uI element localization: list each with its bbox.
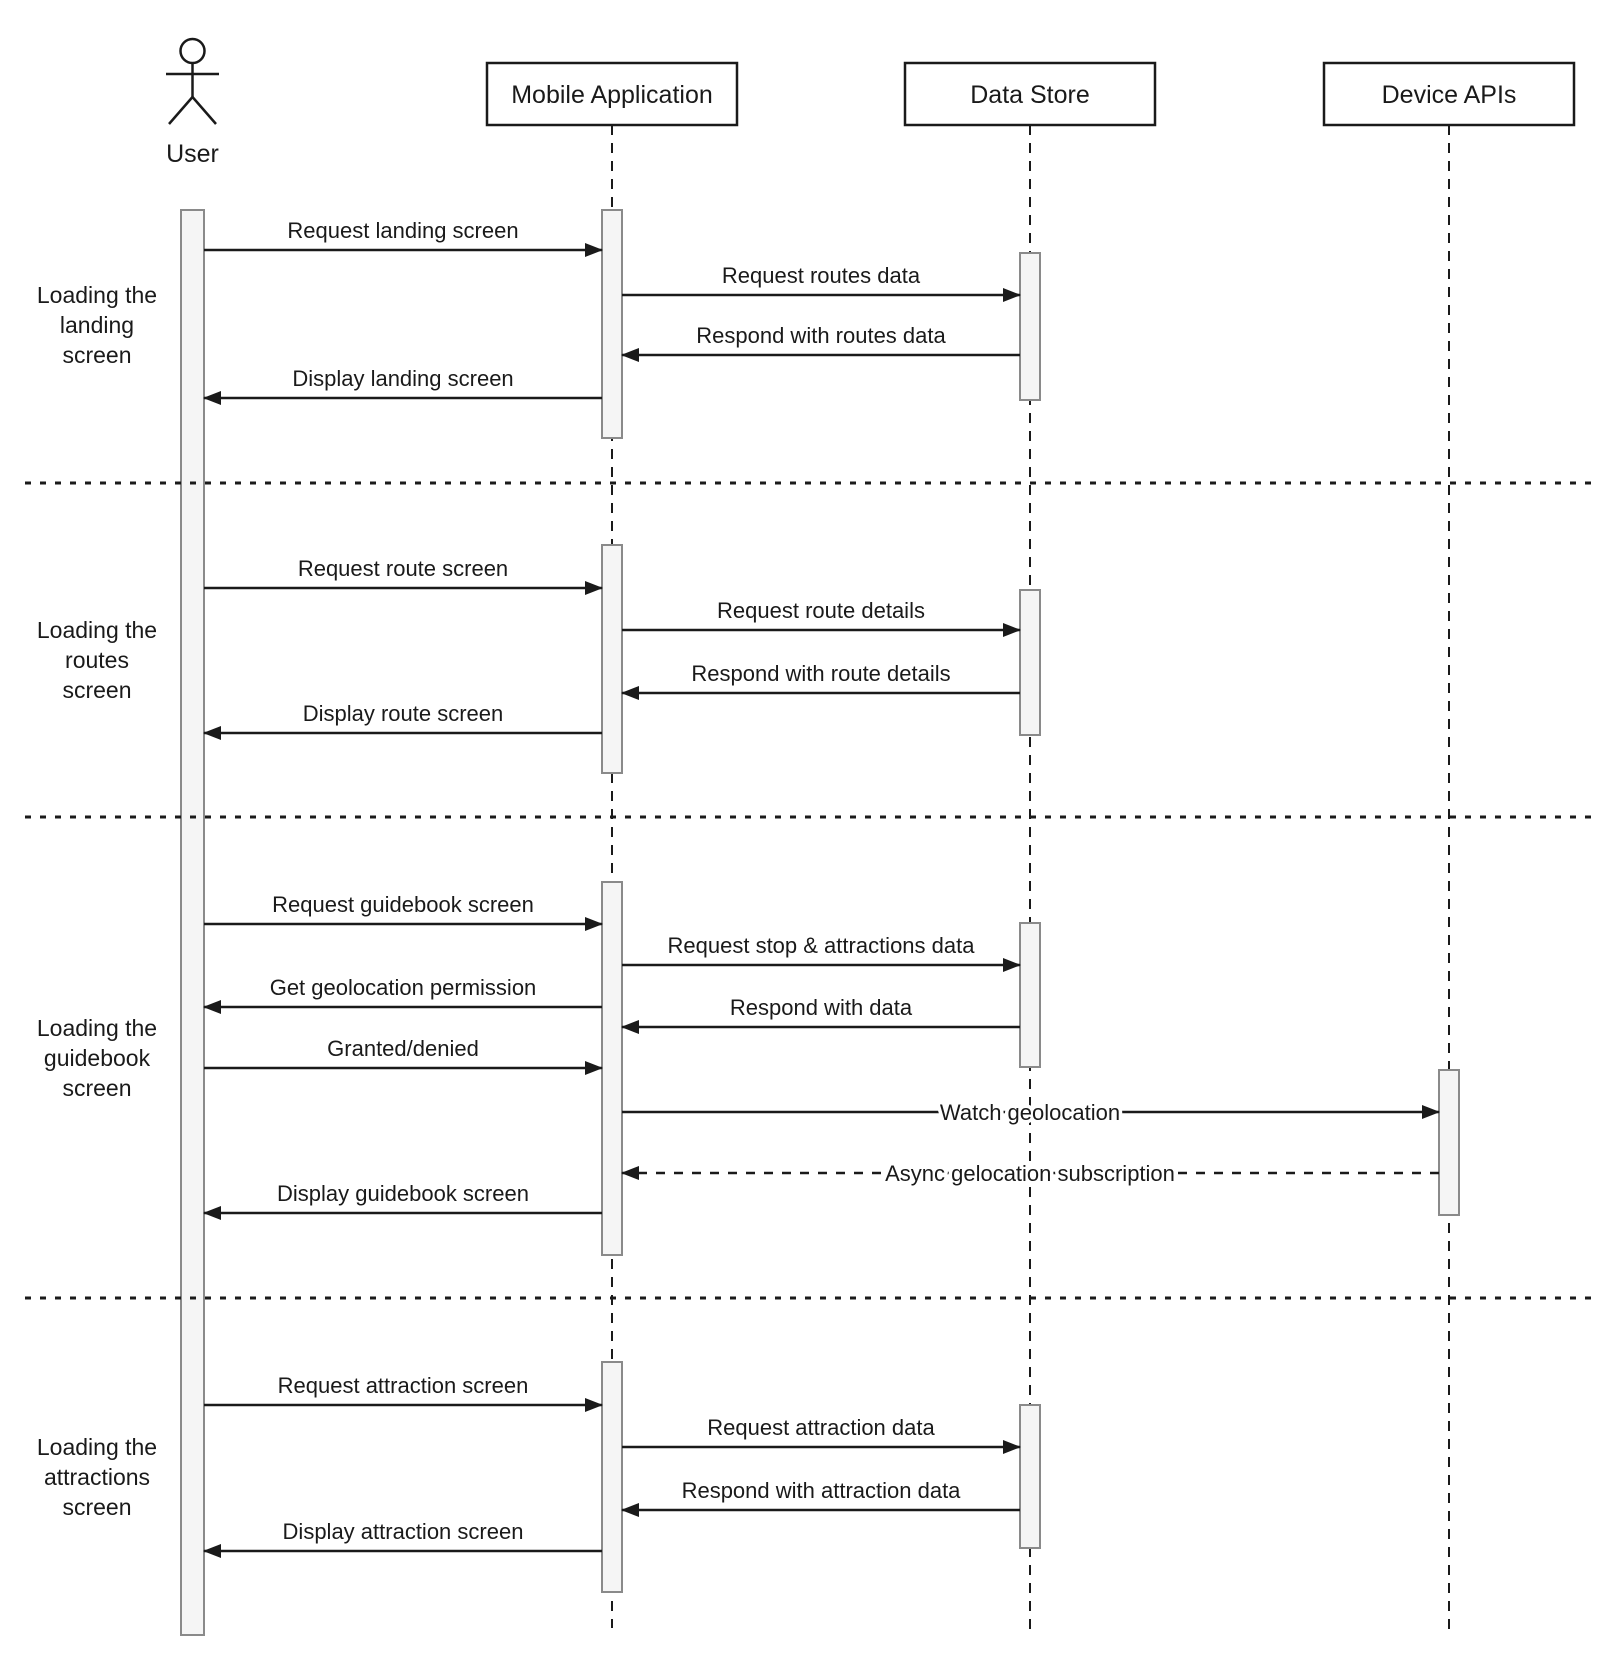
- phase-label-line: screen: [62, 342, 131, 368]
- phase-2-messages: Request route screen Request route detai…: [203, 553, 1021, 740]
- message-label: Granted/denied: [327, 1036, 479, 1061]
- activation-bar-data-phase1: [1019, 252, 1041, 401]
- message-label: Request landing screen: [287, 218, 518, 243]
- phase-label-landing: Loading the landing screen: [37, 282, 157, 368]
- lifeline-label-user: User: [166, 140, 219, 168]
- message-label: Request route details: [717, 598, 925, 623]
- actor-leg-right: [191, 96, 217, 125]
- phase-label-line: attractions: [44, 1464, 150, 1490]
- message-label: Display guidebook screen: [277, 1181, 529, 1206]
- message-label: Request guidebook screen: [272, 892, 534, 917]
- activation-bar-mobile-phase2: [601, 544, 623, 774]
- activation-bar-device-phase3: [1438, 1069, 1460, 1216]
- participant-box-data-store: [903, 61, 1157, 127]
- phase-label-line: landing: [60, 312, 134, 338]
- activation-bar-mobile-phase1: [601, 209, 623, 439]
- message-label: Respond with data: [730, 995, 913, 1020]
- phase-label-line: Loading the: [37, 282, 157, 308]
- message-label: Respond with attraction data: [682, 1478, 962, 1503]
- message-label: Request stop & attractions data: [668, 933, 976, 958]
- message-label: Display attraction screen: [283, 1519, 524, 1544]
- phase-label-routes: Loading the routes screen: [37, 617, 157, 703]
- phase-label-line: Loading the: [37, 617, 157, 643]
- participant-label-data-store: Data Store: [970, 81, 1090, 109]
- phase-label-line: Loading the: [37, 1434, 157, 1460]
- activation-bar-mobile-phase3: [601, 881, 623, 1256]
- phase-label-line: Loading the: [37, 1015, 157, 1041]
- participant-box-device-apis: [1322, 61, 1576, 127]
- message-label: Request route screen: [298, 556, 508, 581]
- message-label: Request attraction screen: [278, 1373, 529, 1398]
- phase-4-messages: Request attraction screen Request attrac…: [203, 1370, 1021, 1558]
- phase-label-line: routes: [65, 647, 129, 673]
- phase-label-line: screen: [62, 677, 131, 703]
- message-label: Display landing screen: [292, 366, 513, 391]
- actor-head: [179, 37, 206, 65]
- message-label: Request routes data: [722, 263, 921, 288]
- message-label: Async gelocation subscription: [885, 1161, 1175, 1186]
- activation-bar-data-phase2: [1019, 589, 1041, 736]
- phase-3-messages: Request guidebook screen Request stop & …: [203, 889, 1440, 1220]
- user-actor-icon: [166, 37, 219, 125]
- phase-1-messages: Request landing screen Request routes da…: [203, 215, 1021, 405]
- activation-bar-user: [180, 209, 205, 1636]
- actor-leg-left: [168, 96, 194, 125]
- message-label: Get geolocation permission: [270, 975, 537, 1000]
- activation-bar-data-phase3: [1019, 922, 1041, 1068]
- message-label: Display route screen: [303, 701, 504, 726]
- activation-bar-data-phase4: [1019, 1404, 1041, 1549]
- message-label: Respond with route details: [691, 661, 950, 686]
- phase-label-guidebook: Loading the guidebook screen: [37, 1015, 157, 1101]
- participant-label-device-apis: Device APIs: [1382, 81, 1517, 109]
- message-label: Respond with routes data: [696, 323, 946, 348]
- phase-label-line: screen: [62, 1075, 131, 1101]
- activation-bar-mobile-phase4: [601, 1361, 623, 1593]
- participant-label-mobile-application: Mobile Application: [511, 81, 713, 109]
- participant-box-mobile-application: [485, 61, 739, 127]
- message-label: Watch geolocation: [940, 1100, 1120, 1125]
- phase-label-attractions: Loading the attractions screen: [37, 1434, 157, 1520]
- message-label: Request attraction data: [707, 1415, 935, 1440]
- phase-label-line: guidebook: [44, 1045, 151, 1071]
- phase-label-line: screen: [62, 1494, 131, 1520]
